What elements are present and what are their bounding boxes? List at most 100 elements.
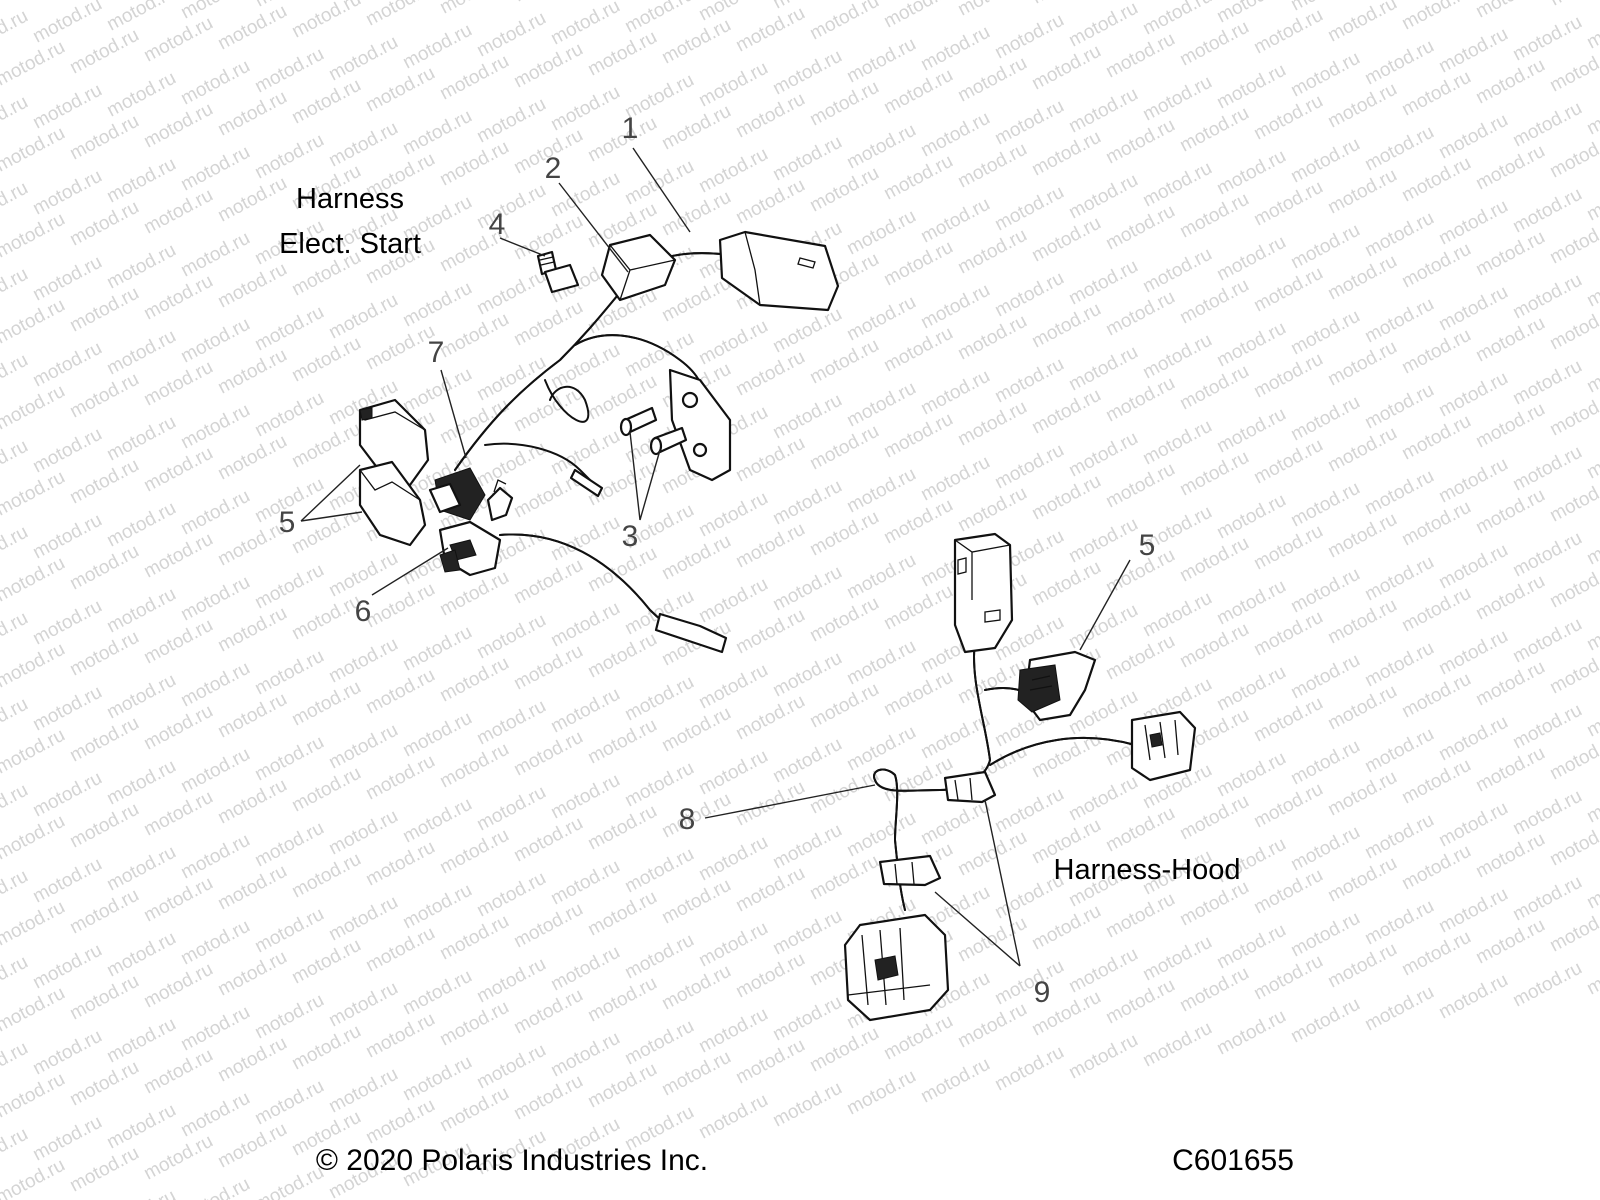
watermark-text: motod.ru (1213, 1006, 1289, 1060)
watermark-text: motod.ru (103, 154, 179, 208)
watermark-text: motod.ru (362, 837, 438, 891)
watermark-text: motod.ru (1213, 232, 1289, 286)
callout-5-elect-start: 5 (279, 506, 296, 539)
watermark-text: motod.ru (0, 123, 69, 177)
watermark-text: motod.ru (325, 548, 401, 602)
watermark-text: motod.ru (843, 808, 919, 862)
watermark-text: motod.ru (1139, 244, 1215, 298)
watermark-text: motod.ru (66, 627, 142, 681)
watermark-text: motod.ru (732, 1035, 808, 1089)
watermark-text: motod.ru (0, 897, 69, 951)
watermark-text: motod.ru (1176, 189, 1252, 243)
watermark-text: motod.ru (769, 820, 845, 874)
watermark-text: motod.ru (1361, 208, 1437, 262)
watermark-text: motod.ru (1102, 975, 1178, 1029)
watermark-text: motod.ru (732, 347, 808, 401)
watermark-text: motod.ru (1361, 122, 1437, 176)
watermark-text: motod.ru (806, 421, 882, 475)
watermark-text: motod.ru (473, 954, 549, 1008)
watermark-text: motod.ru (66, 283, 142, 337)
watermark-text: motod.ru (1509, 528, 1585, 582)
watermark-text: motod.ru (325, 290, 401, 344)
watermark-text: motod.ru (29, 1112, 105, 1166)
watermark-text: motod.ru (29, 682, 105, 736)
terminal-covers (358, 398, 430, 547)
watermark-text: motod.ru (103, 670, 179, 724)
watermark-text: motod.ru (510, 555, 586, 609)
watermark-text: motod.ru (880, 151, 956, 205)
watermark-text: motod.ru (1176, 447, 1252, 501)
watermark-text: motod.ru (1028, 41, 1104, 95)
watermark-text: motod.ru (584, 973, 660, 1027)
watermark-text: motod.ru (177, 228, 253, 282)
watermark-text: motod.ru (806, 77, 882, 131)
watermark-text: motod.ru (1583, 172, 1600, 226)
watermark-text: motod.ru (140, 787, 216, 841)
watermark-text: motod.ru (140, 357, 216, 411)
watermark-text: motod.ru (1324, 853, 1400, 907)
watermark-text: motod.ru (0, 209, 69, 263)
watermark-text: motod.ru (880, 65, 956, 119)
watermark-text: motod.ru (214, 1033, 290, 1087)
watermark-text: motod.ru (473, 266, 549, 320)
watermark-text: motod.ru (1028, 557, 1104, 611)
watermark-text: motod.ru (1583, 860, 1600, 914)
watermark-text: motod.ru (991, 1042, 1067, 1096)
watermark-text: motod.ru (1213, 404, 1289, 458)
watermark-text: motod.ru (1509, 614, 1585, 668)
watermark-text: motod.ru (436, 1083, 512, 1137)
watermark-text: motod.ru (473, 696, 549, 750)
watermark-text: motod.ru (695, 144, 771, 198)
watermark-text: motod.ru (1509, 98, 1585, 152)
watermark-text: motod.ru (1213, 662, 1289, 716)
watermark-text: motod.ru (1509, 958, 1585, 1012)
watermark-text: motod.ru (880, 409, 956, 463)
watermark-text: motod.ru (584, 1059, 660, 1113)
hood-title: Harness-Hood (1054, 854, 1241, 886)
watermark-text: motod.ru (1509, 270, 1585, 324)
watermark-text: motod.ru (769, 476, 845, 530)
watermark-text: motod.ru (695, 746, 771, 800)
watermark-text: motod.ru (177, 1002, 253, 1056)
watermark-text: motod.ru (1435, 454, 1511, 508)
watermark-text: motod.ru (177, 400, 253, 454)
watermark-text: motod.ru (1139, 1018, 1215, 1072)
watermark-text: motod.ru (177, 744, 253, 798)
watermark-text: motod.ru (510, 985, 586, 1039)
watermark-text: motod.ru (954, 53, 1030, 107)
watermark-text: motod.ru (954, 999, 1030, 1053)
connector-cluster (428, 467, 514, 522)
watermark-text: motod.ru (1583, 258, 1600, 312)
watermark-text: motod.ru (1028, 471, 1104, 525)
watermark-text: motod.ru (917, 108, 993, 162)
watermark-text: motod.ru (1176, 791, 1252, 845)
watermark-text: motod.ru (1435, 970, 1511, 1024)
watermark-text: motod.ru (214, 947, 290, 1001)
watermark-text: motod.ru (769, 304, 845, 358)
hood-side-connector (1017, 650, 1097, 722)
watermark-text: motod.ru (1509, 184, 1585, 238)
watermark-text: motod.ru (1361, 466, 1437, 520)
watermark-text: motod.ru (103, 1186, 179, 1200)
watermark-text: motod.ru (177, 56, 253, 110)
watermark-text: motod.ru (288, 935, 364, 989)
watermark-text: motod.ru (0, 983, 69, 1037)
watermark-text: motod.ru (547, 82, 623, 136)
watermark-text: motod.ru (695, 1004, 771, 1058)
watermark-text: motod.ru (732, 605, 808, 659)
watermark-text: motod.ru (1583, 86, 1600, 140)
callout-7: 7 (428, 336, 445, 369)
watermark-text: motod.ru (103, 412, 179, 466)
watermark-text: motod.ru (1472, 227, 1548, 281)
watermark-text: motod.ru (1028, 299, 1104, 353)
watermark-text: motod.ru (1546, 0, 1600, 10)
watermark-text: motod.ru (806, 1023, 882, 1077)
watermark-text: motod.ru (66, 197, 142, 251)
watermark-text: motod.ru (214, 87, 290, 141)
watermark-text: motod.ru (1102, 29, 1178, 83)
watermark-text: motod.ru (806, 507, 882, 561)
watermark-text: motod.ru (658, 531, 734, 585)
watermark-text: motod.ru (1361, 810, 1437, 864)
watermark-text: motod.ru (1583, 774, 1600, 828)
